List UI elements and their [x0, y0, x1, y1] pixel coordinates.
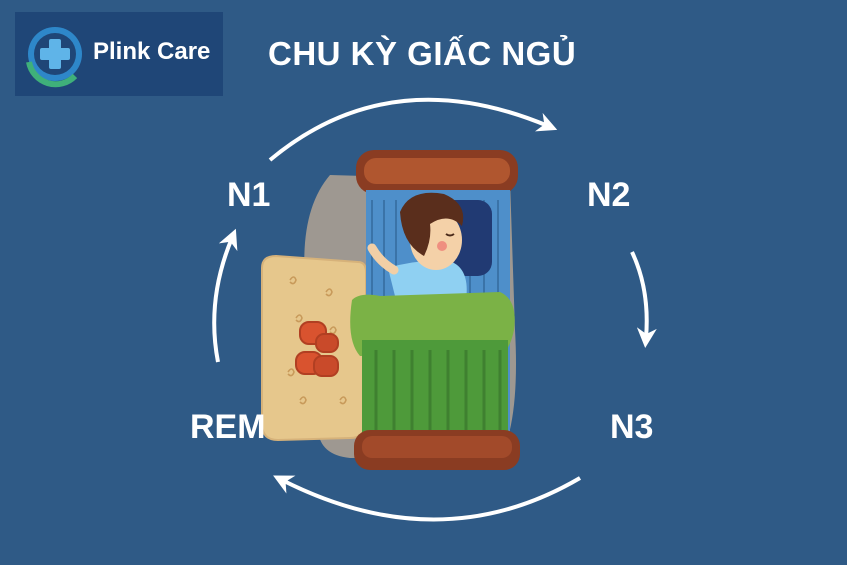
arrow-n3-to-rem [273, 475, 582, 522]
bed-illustration [261, 150, 520, 470]
plus-cross-icon [26, 27, 82, 88]
slippers [295, 321, 339, 377]
arrow-n2-to-n3 [630, 251, 657, 348]
arrow-rem-to-n1 [212, 228, 238, 363]
sleeping-child [367, 192, 467, 300]
brand-logo: Plink Care [15, 12, 223, 96]
stage-label-n1: N1 [227, 176, 271, 214]
stage-label-n2: N2 [587, 176, 631, 214]
brand-name: Plink Care [93, 38, 211, 65]
blanket [350, 292, 515, 436]
diagram-title: CHU KỲ GIẤC NGỦ [268, 35, 577, 72]
rug [261, 254, 367, 442]
stage-label-rem: REM [190, 408, 266, 446]
stage-label-n3: N3 [610, 408, 654, 446]
arrow-n1-to-n2 [268, 97, 558, 162]
